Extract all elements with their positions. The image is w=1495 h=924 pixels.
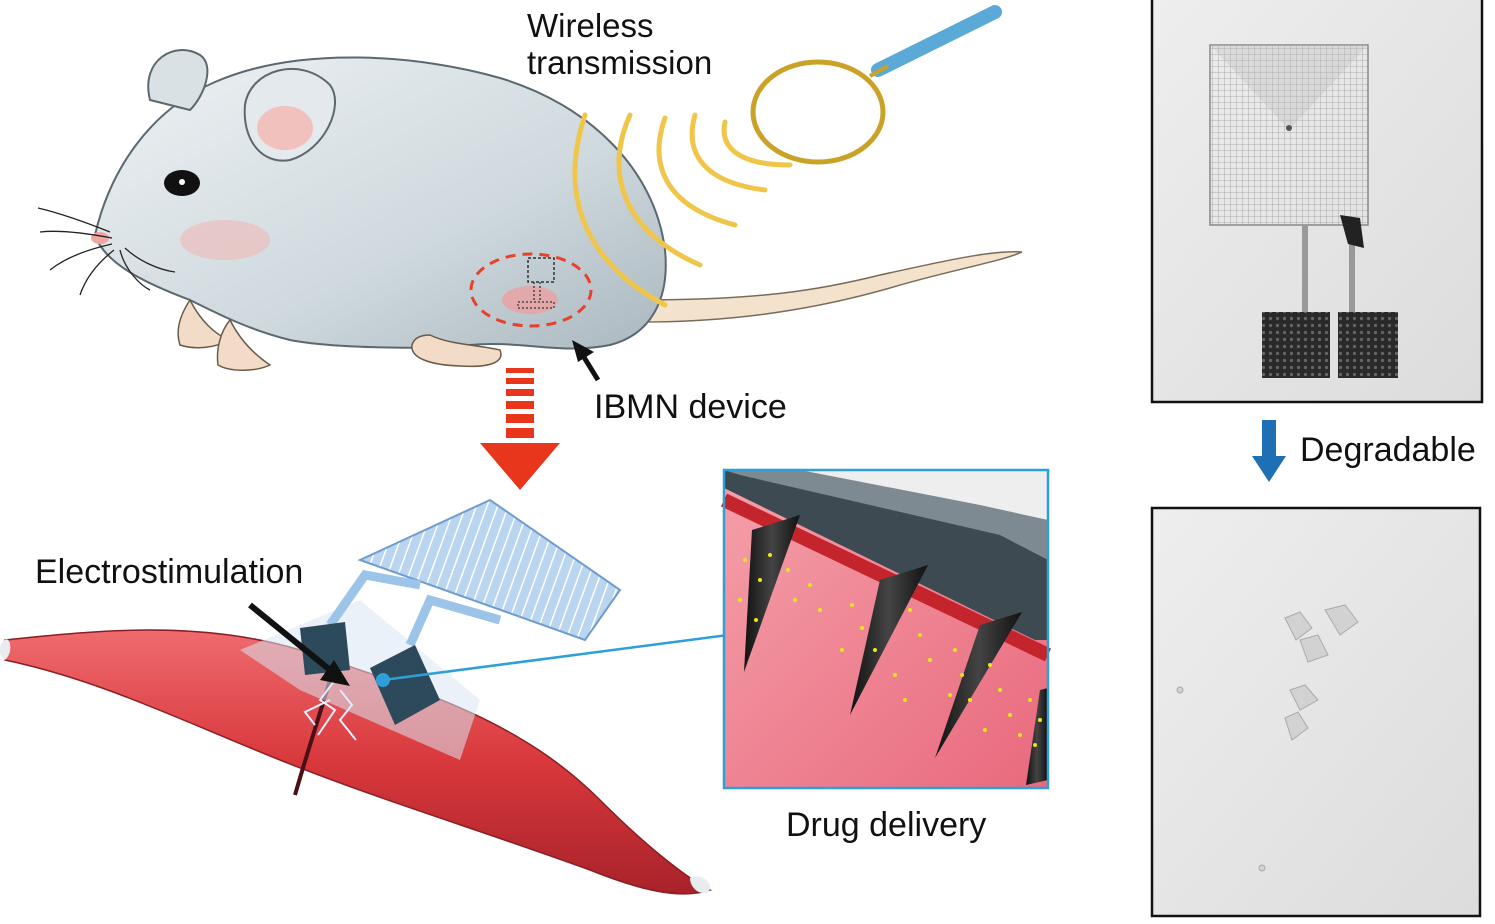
coil-handle <box>871 5 1002 77</box>
photo-microneedle-right <box>1338 312 1398 378</box>
drug-particles <box>738 553 1042 747</box>
microneedle <box>744 515 800 672</box>
electrostimulation-arrow <box>248 602 350 686</box>
mouse-front-paw-2 <box>216 318 272 371</box>
mouse-ear-back <box>147 49 209 112</box>
drug-delivery-label: Drug delivery <box>786 806 987 844</box>
wireless-reader-coil <box>750 5 1002 165</box>
mouse-whiskers <box>37 207 176 296</box>
mouse-hind-paw <box>411 334 502 368</box>
wireless-waves <box>572 112 793 308</box>
ibmn-device-label: IBMN device <box>594 388 787 426</box>
microneedle <box>935 612 1022 758</box>
photo-before-degradation <box>1150 0 1484 404</box>
ibmn-device <box>240 498 622 760</box>
degradable-label: Degradable <box>1300 431 1476 469</box>
photo-microneedle-left <box>1262 312 1330 378</box>
mouse-front-paw <box>177 298 232 349</box>
mouse-cheek <box>180 220 270 260</box>
mouse-illustration <box>37 49 1023 371</box>
wireless-transmission-label: Wireless transmission <box>527 7 713 81</box>
implant-coil-sketch <box>527 257 555 283</box>
device-wire-left <box>326 570 421 628</box>
degradable-arrow <box>1252 420 1286 482</box>
mouse-tail <box>639 251 1023 323</box>
electrostimulation-label: Electrostimulation <box>35 553 304 591</box>
coil-ring <box>750 59 886 165</box>
inset-border <box>722 468 1050 790</box>
device-electrode-left <box>300 622 350 675</box>
photo-coil <box>1209 44 1369 226</box>
photo-after-degradation <box>1150 506 1482 918</box>
mouse-nose <box>91 232 109 244</box>
device-wire-right <box>405 594 502 647</box>
device-coil-antenna <box>357 498 622 642</box>
microneedle <box>1026 688 1048 785</box>
ibmn-pointer-arrow <box>572 340 601 382</box>
zoom-down-arrow <box>480 368 560 490</box>
implant-site-marker <box>469 252 593 328</box>
degraded-fragments <box>1176 604 1359 872</box>
inset-callout-line <box>382 633 729 682</box>
mouse-ear-inner <box>257 106 313 150</box>
microneedle <box>850 565 928 715</box>
device-electrode-right <box>370 645 440 725</box>
mouse-body <box>93 56 667 350</box>
drug-delivery-inset <box>720 468 1052 790</box>
